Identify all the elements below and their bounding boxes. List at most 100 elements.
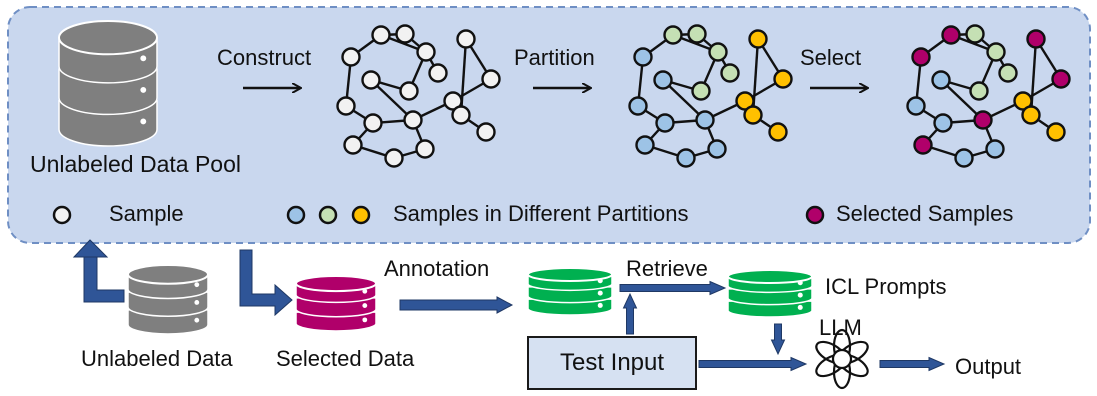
partitioned-node [735, 91, 755, 111]
constructed-node [403, 110, 423, 130]
selected-node [911, 47, 931, 67]
partitioned-node [695, 110, 715, 130]
partitioned-node [687, 24, 707, 44]
llm-to-output-arrow [879, 356, 946, 372]
annotated-db-light [597, 290, 603, 296]
unlabeled-db-layer [127, 309, 209, 335]
icl-db-layer [727, 300, 813, 318]
selected-node [965, 24, 985, 44]
constructed-node [399, 81, 419, 101]
selected-data-database-icon [295, 275, 377, 332]
unlabeled-db-layer [127, 291, 209, 317]
constructed-node [456, 29, 476, 49]
test-input-up-arrow [622, 292, 638, 335]
legend-selected-label: Selected Samples [836, 201, 1014, 226]
constructed-node [361, 70, 381, 90]
retrieve-label: Retrieve [626, 256, 708, 281]
unlabeled-db-top [127, 264, 209, 285]
pool-db-light [140, 86, 147, 93]
partitioned-node [676, 148, 696, 168]
annotated-db-layer [527, 286, 613, 304]
test-input-box: Test Input [527, 336, 697, 390]
selected-node [1046, 122, 1066, 142]
legend-sample-label: Sample [109, 201, 184, 226]
selected-db-layer [295, 297, 377, 318]
legend-selected-node [805, 205, 825, 225]
selected-node [913, 135, 933, 155]
selected-node [1013, 91, 1033, 111]
constructed-node [384, 148, 404, 168]
partitioned-node [748, 29, 768, 49]
constructed-node [336, 96, 356, 116]
annotated-data-database-icon [527, 267, 613, 316]
panel-to-selected-arrow [239, 249, 293, 317]
pool-db-light [140, 118, 147, 125]
selected-db-light [362, 317, 368, 323]
output-label: Output [955, 354, 1022, 379]
step-construct-label: Construct [217, 45, 312, 70]
unlabeled-db-light [194, 317, 200, 323]
icl-db-light [797, 292, 803, 298]
selected-node [931, 70, 951, 90]
selected-node [998, 63, 1018, 83]
icl-db-light [797, 304, 803, 310]
annotation-arrow [399, 296, 514, 314]
partitioned-node [708, 42, 728, 62]
icl-db-layer [727, 288, 813, 306]
selected-db-light [362, 303, 368, 308]
partitioned-node [655, 113, 675, 133]
annotated-db-light [597, 302, 603, 308]
selected-node [1051, 69, 1071, 89]
partitioned-node [653, 70, 673, 90]
step-select-label: Select [800, 45, 862, 70]
constructed-node [476, 122, 496, 142]
selected-node [933, 113, 953, 133]
pool-db-light [140, 55, 147, 62]
selected-node [973, 110, 993, 130]
unlabeled-data-pool-database-icon [58, 20, 158, 147]
selected-node [906, 96, 926, 116]
selected-data-label: Selected Data [276, 346, 415, 371]
constructed-node [371, 25, 391, 45]
step-partition-label: Partition [514, 45, 595, 70]
partitioned-node [707, 139, 727, 159]
annotation-label: Annotation [384, 256, 490, 281]
data-pool-panel [7, 6, 1091, 244]
selected-node [986, 42, 1006, 62]
llm-label: LLM [819, 315, 862, 340]
unlabeled-db-light [194, 300, 200, 305]
selected-graph [906, 24, 1071, 168]
selected-db-layer [295, 311, 377, 332]
unlabeled-data-database-icon [127, 264, 209, 335]
constructed-node [428, 63, 448, 83]
pool-db-top [58, 20, 158, 56]
partitioned-node [628, 96, 648, 116]
annotated-db-top [527, 267, 613, 282]
flow-arrows [399, 280, 946, 372]
unlabeled-db-light [194, 282, 200, 288]
icl-to-llm-arrow [770, 323, 786, 356]
partitioned-node [633, 47, 653, 67]
selected-node [985, 139, 1005, 159]
partitioned-node [635, 135, 655, 155]
constructed-node [451, 105, 471, 125]
partitioned-node [691, 81, 711, 101]
selected-node [1021, 105, 1041, 125]
constructed-node [395, 24, 415, 44]
constructed-node [443, 91, 463, 111]
selected-db-light [362, 288, 368, 294]
test-input-label: Test Input [559, 349, 665, 376]
selected-db-top [295, 275, 377, 293]
unlabeled-data-label: Unlabeled Data [81, 346, 233, 371]
legend-yellow-node [351, 205, 371, 225]
constructed-node [416, 42, 436, 62]
legend-partitions-label: Samples in Different Partitions [393, 201, 689, 226]
partitioned-node [663, 25, 683, 45]
legend-blue-node [286, 205, 306, 225]
selected-node [941, 25, 961, 45]
panel-to-unlabeled-arrow [72, 239, 125, 303]
constructed-node [363, 113, 383, 133]
legend-green-node [318, 205, 338, 225]
llm-logo-icon [815, 328, 869, 390]
selected-node [969, 81, 989, 101]
